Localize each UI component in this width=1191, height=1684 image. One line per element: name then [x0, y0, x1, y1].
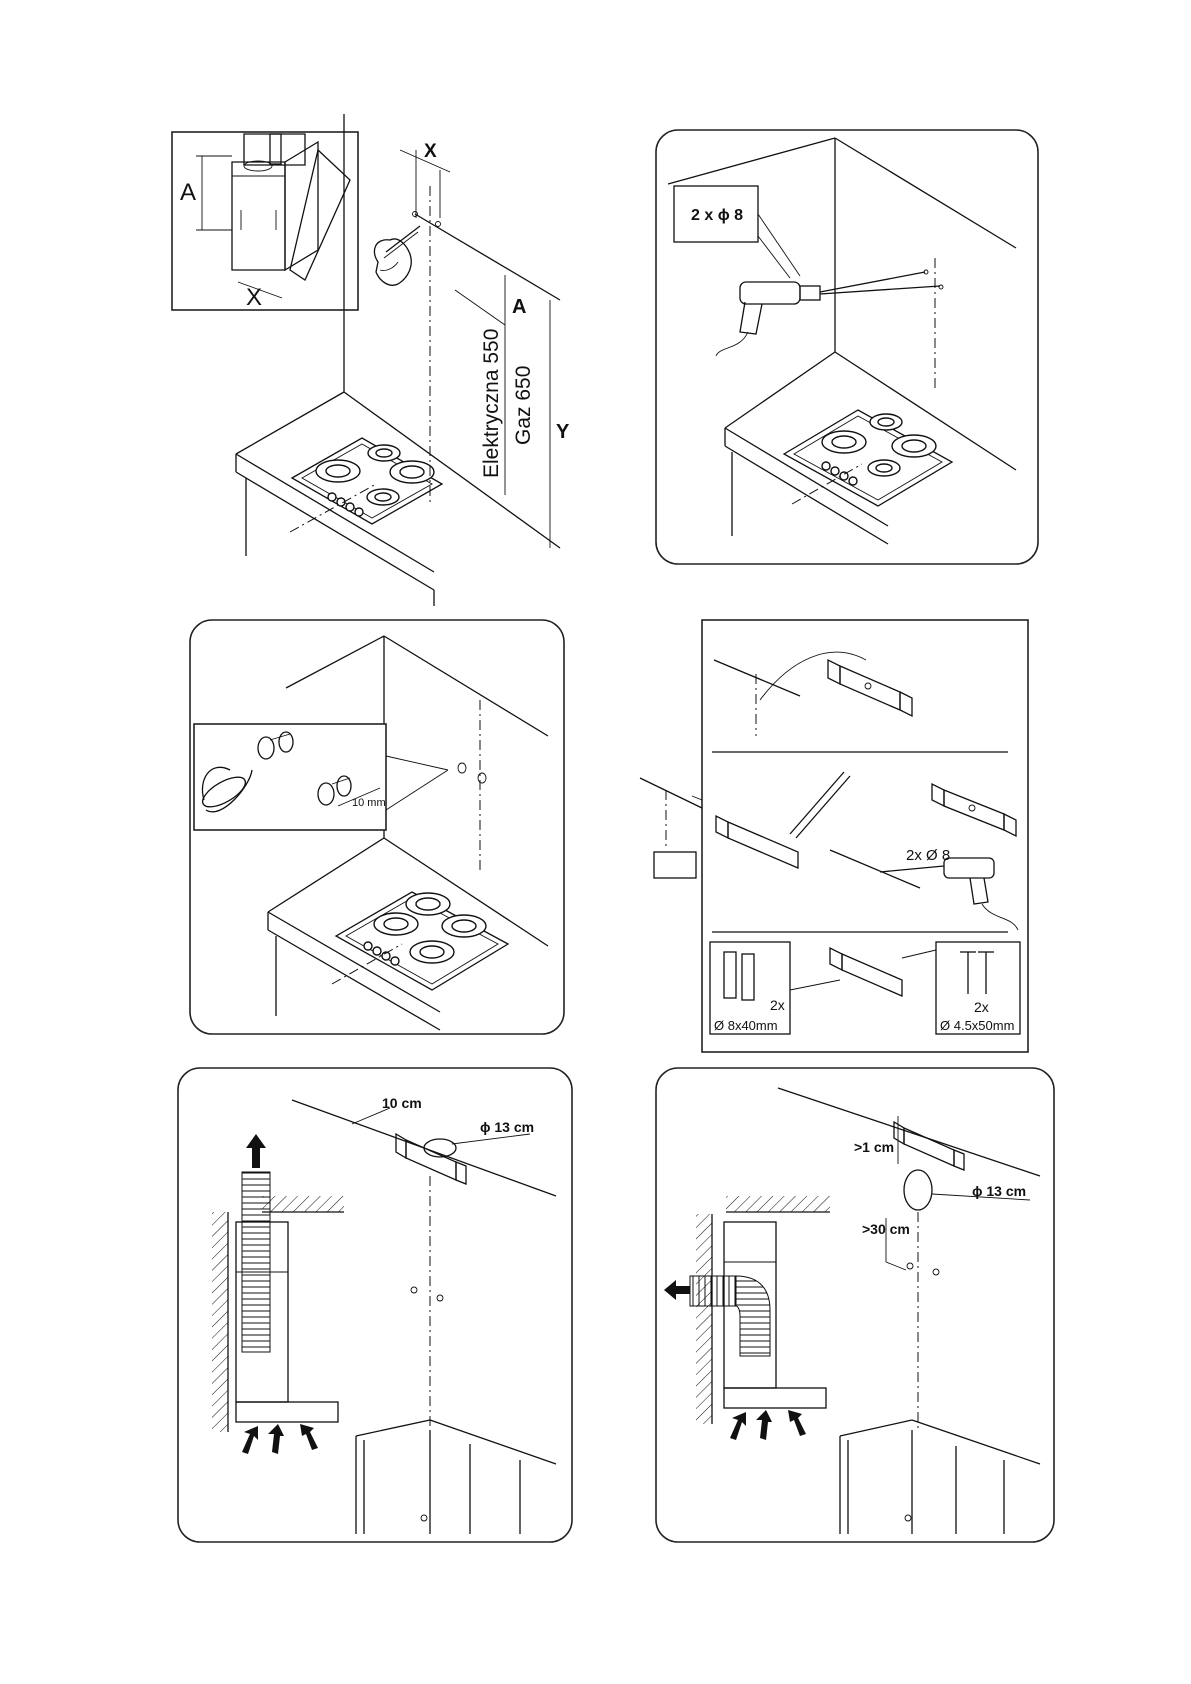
bracket-icon-5 — [395, 1132, 467, 1185]
panel-4-bracket: 2x Ø 8 2x Ø 8x40mm 2x Ø 4.5x50mm — [639, 619, 1029, 1053]
label-gaz: Gaz 650 — [512, 366, 535, 445]
arrow-in-icon-6 — [788, 1410, 806, 1436]
wall-plug-icon — [257, 731, 352, 806]
offset-label: 10 cm — [382, 1095, 422, 1111]
drill-size-label: 2 x ϕ 8 — [691, 207, 743, 224]
duct-hole — [423, 1138, 457, 1158]
panel-1-marking: A X — [171, 114, 570, 606]
duct-diameter-label: ϕ 13 cm — [480, 1119, 534, 1135]
label-x-top: X — [424, 141, 437, 162]
inset-label-x: X — [246, 284, 262, 311]
vertical-duct — [241, 1171, 271, 1353]
label-y: Y — [556, 421, 570, 443]
wall-hatch-left — [212, 1212, 228, 1432]
plug-depth-label: 10 mm — [352, 797, 386, 809]
inset-label-a: A — [180, 179, 196, 206]
label-a-main: A — [512, 296, 526, 318]
panel-6-horizontal-outlet: >1 cm ϕ 13 cm >30 cm — [655, 1067, 1055, 1543]
arrow-in-icon-3 — [300, 1424, 318, 1450]
gap-top-label: >1 cm — [854, 1139, 894, 1155]
hand-pencil-icon — [373, 225, 421, 286]
hob-panel-3 — [334, 891, 510, 991]
arrow-out-icon — [664, 1280, 690, 1300]
pencil-icon — [789, 771, 851, 839]
arrow-up-icon — [246, 1134, 266, 1168]
arrow-in-icon-5 — [756, 1410, 772, 1440]
hob-panel-2 — [782, 409, 954, 507]
horizontal-duct — [689, 1275, 737, 1307]
plug-icon — [723, 951, 755, 1001]
panel-6-frame — [655, 1067, 1055, 1543]
panel-5-frame — [177, 1067, 573, 1543]
panel-5-vertical-outlet: 10 cm ϕ 13 cm — [177, 1067, 573, 1543]
drill-icon-2 — [879, 857, 1019, 931]
panel-2-drilling: 2 x ϕ 8 — [655, 129, 1039, 565]
arrow-in-icon-2 — [268, 1424, 284, 1454]
duct-hole-6 — [903, 1169, 933, 1211]
hood-inset-drawing — [231, 133, 351, 281]
wall-hatch-left-6 — [696, 1214, 712, 1424]
plug-box — [709, 941, 791, 1035]
plug-size: Ø 8x40mm — [714, 1018, 778, 1033]
screw-icon — [960, 951, 994, 994]
ceiling-hatch-6 — [726, 1196, 830, 1212]
bracket-icon-4 — [829, 946, 903, 997]
hammer-icon — [201, 766, 253, 813]
screw-size: Ø 4.5x50mm — [940, 1018, 1014, 1033]
bracket-drill-label: 2x Ø 8 — [906, 847, 950, 864]
arrow-in-icon-4 — [730, 1412, 746, 1440]
panel-2-frame — [655, 129, 1039, 565]
arrow-in-icon-1 — [242, 1426, 258, 1454]
plug-count: 2x — [770, 997, 785, 1013]
ceiling-hatch — [262, 1196, 344, 1212]
label-elektryczna: Elektryczna 550 — [480, 329, 503, 478]
panel-3-wall-plugs: 10 mm — [189, 619, 565, 1035]
screw-count: 2x — [974, 999, 989, 1015]
bracket-icon-3 — [931, 782, 1017, 838]
plug-inset-frame — [193, 723, 387, 831]
bracket-icon-6 — [893, 1120, 965, 1171]
hood-canopy — [235, 1401, 339, 1423]
gap-side-label: >30 cm — [862, 1221, 910, 1237]
duct-diameter-label-6: ϕ 13 cm — [972, 1183, 1026, 1199]
bracket-icon-2 — [715, 814, 799, 869]
inset-hood-frame — [171, 131, 359, 311]
bracket-icon-1 — [827, 658, 913, 718]
hob-panel-1 — [290, 437, 444, 525]
screw-box — [935, 941, 1021, 1035]
drill-icon — [715, 271, 941, 357]
hood-canopy-6 — [723, 1387, 827, 1409]
